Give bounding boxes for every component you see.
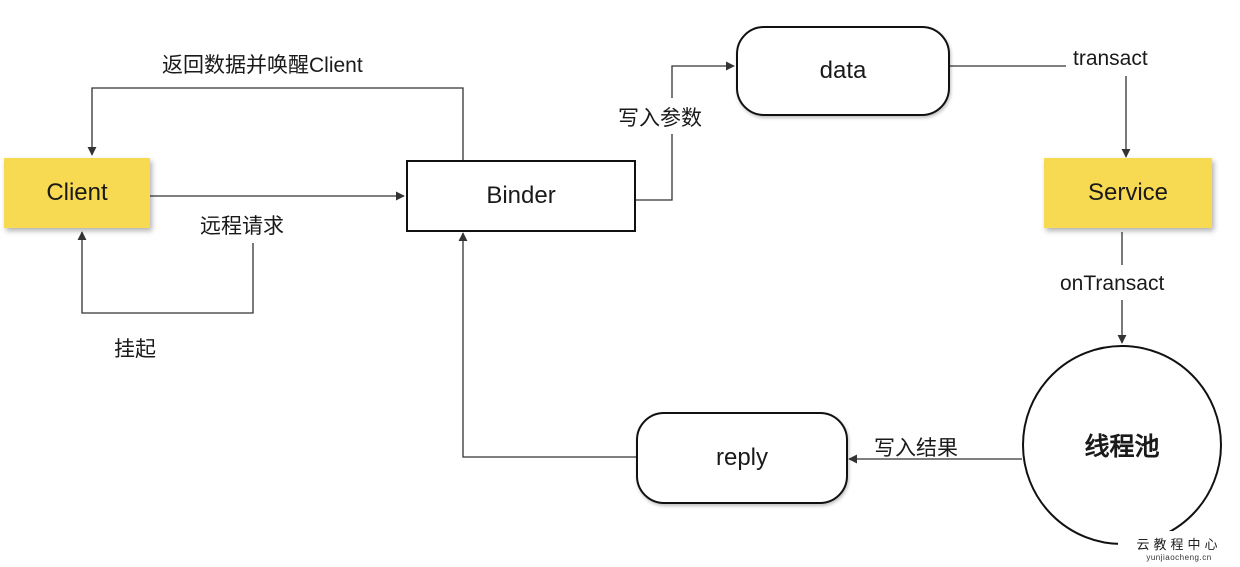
watermark: 云教程中心 yunjiaocheng.cn bbox=[1118, 531, 1240, 567]
arrow-suspend-loop bbox=[77, 231, 254, 314]
client-label: Client bbox=[46, 179, 108, 206]
label-return-wake: 返回数据并唤醒Client bbox=[162, 54, 363, 77]
thread-pool-label: 线程池 bbox=[1084, 433, 1160, 461]
binder-label: Binder bbox=[486, 182, 556, 209]
label-transact: transact bbox=[1073, 47, 1148, 70]
label-write-params: 写入参数 bbox=[618, 107, 702, 130]
label-suspend: 挂起 bbox=[114, 338, 156, 361]
watermark-en: yunjiaocheng.cn bbox=[1146, 553, 1212, 562]
arrow-binder-to-data bbox=[636, 134, 673, 201]
reply-label: reply bbox=[715, 444, 769, 471]
label-on-transact: onTransact bbox=[1060, 272, 1165, 295]
arrow-reply-to-binder bbox=[458, 232, 636, 458]
binder-node: Binder bbox=[406, 160, 636, 232]
reply-node: reply bbox=[636, 412, 848, 504]
service-label: Service bbox=[1087, 179, 1169, 206]
label-write-result: 写入结果 bbox=[874, 437, 958, 460]
arrow-binder-to-client bbox=[87, 87, 464, 160]
thread-pool-node: 线程池 bbox=[1022, 345, 1222, 545]
client-node: Client bbox=[4, 158, 150, 228]
arrow-binder-to-data-head bbox=[671, 61, 735, 98]
data-label: data bbox=[819, 57, 867, 84]
data-node: data bbox=[736, 26, 950, 116]
service-node: Service bbox=[1044, 158, 1212, 228]
watermark-cn: 云教程中心 bbox=[1136, 537, 1222, 552]
label-remote-request: 远程请求 bbox=[200, 215, 284, 238]
